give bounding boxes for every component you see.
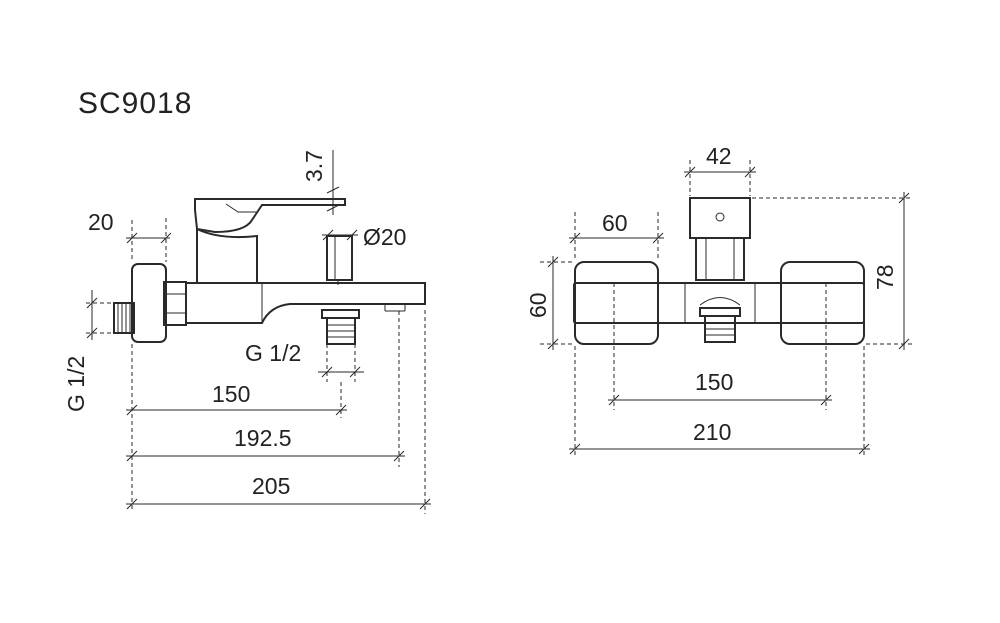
- front-outlet-nut: [699, 307, 741, 317]
- front-handle: [689, 197, 751, 281]
- dim-lever-thickness-label: 3.7: [301, 150, 327, 182]
- front-escutcheon-left: [574, 261, 659, 345]
- dim-lever-width-label: 42: [706, 143, 732, 169]
- side-body: [185, 282, 426, 324]
- front-escutcheon-right: [780, 261, 865, 345]
- dim-total-height-label: 78: [872, 264, 898, 290]
- dim-to-spout-tip-label: 192.5: [234, 425, 292, 451]
- side-view: 3.7 20 Ø20 G 1/2: [63, 150, 431, 514]
- side-escutcheon: [131, 263, 167, 343]
- front-handle-indicator-icon: [715, 212, 725, 222]
- dim-total-length-label: 205: [252, 473, 290, 499]
- dim-total-width-label: 210: [693, 419, 731, 445]
- dim-escutcheon-width-label: 60: [602, 210, 628, 236]
- dim-lever-width: 42: [684, 143, 756, 196]
- dim-total-width: 210: [569, 419, 870, 455]
- dim-escutcheon-width: 60: [569, 210, 664, 258]
- dim-to-outlet-label: 150: [212, 381, 250, 407]
- dim-to-spout-tip: 192.5: [126, 425, 405, 462]
- dim-total-length: 205: [126, 473, 431, 510]
- dim-inlet-offset-label: 20: [88, 209, 114, 235]
- dim-inlet-thread: G 1/2: [63, 290, 132, 412]
- dim-total-height: 78: [752, 192, 912, 350]
- dim-to-outlet: 150: [126, 381, 347, 416]
- side-handle-column: [196, 227, 258, 284]
- dim-centers-label: 150: [695, 369, 733, 395]
- dim-diverter-diameter-label: Ø20: [363, 224, 406, 250]
- dim-diverter-diameter: Ø20: [322, 224, 406, 250]
- dim-outlet-thread-label: G 1/2: [245, 340, 301, 366]
- dim-outlet-thread: G 1/2: [245, 340, 364, 382]
- front-diverter-arc: [699, 297, 741, 306]
- dim-escutcheon-height: 60: [525, 256, 573, 350]
- front-view: 42 60 60 78: [525, 143, 912, 458]
- dim-inlet-thread-label: G 1/2: [63, 356, 89, 412]
- model-title: SC9018: [78, 87, 192, 120]
- side-lever: [194, 198, 346, 234]
- side-eccentric-nut: [163, 281, 187, 326]
- dim-escutcheon-height-label: 60: [525, 292, 551, 318]
- front-outlet-thread: [704, 315, 736, 343]
- dim-lever-thickness: 3.7: [301, 150, 340, 215]
- side-diverter-knob: [326, 235, 353, 285]
- dim-centers: 150: [608, 369, 832, 406]
- dim-inlet-offset: 20: [88, 209, 172, 262]
- side-outlet-thread: [321, 309, 360, 345]
